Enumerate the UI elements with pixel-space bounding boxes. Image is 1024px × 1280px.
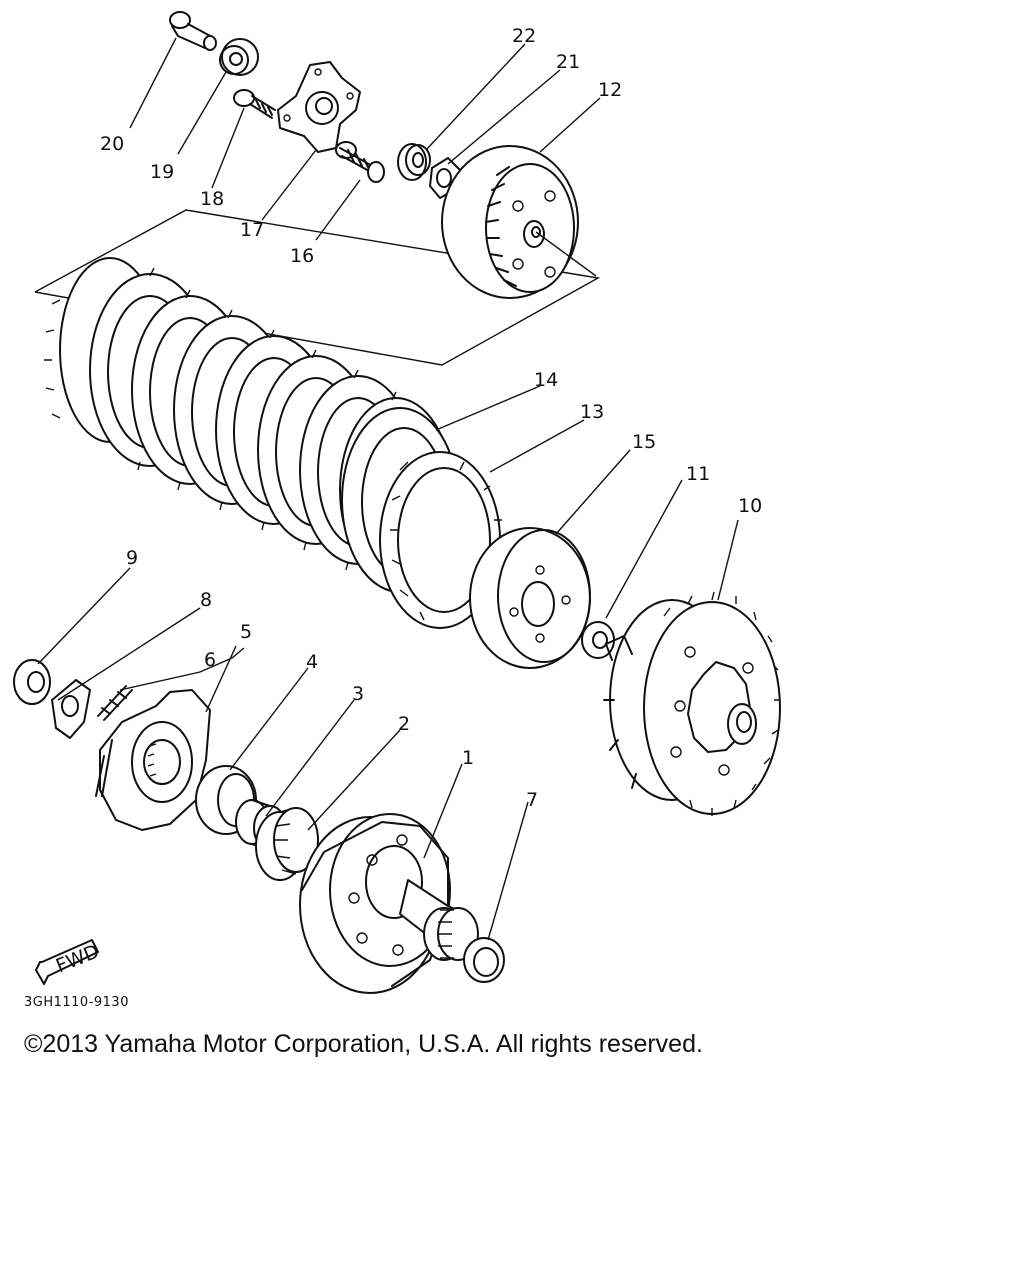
label-14: 14 (534, 369, 558, 391)
label-2: 2 (398, 713, 410, 735)
label-17: 17 (240, 219, 264, 241)
part-15-pressure-plate (469, 527, 591, 669)
label-13: 13 (580, 401, 604, 423)
part-11-lock-washer (581, 621, 615, 659)
part-6-spring (97, 685, 133, 721)
label-6: 6 (204, 649, 216, 671)
label-20: 20 (100, 133, 124, 155)
leader-lines (37, 37, 739, 941)
label-16: 16 (290, 245, 314, 267)
part-22-nut (397, 143, 431, 181)
label-1: 1 (462, 747, 474, 769)
label-18: 18 (200, 188, 224, 210)
label-5: 5 (240, 621, 252, 643)
part-18-bolt (233, 89, 276, 119)
label-4: 4 (306, 651, 318, 673)
part-9-washer (13, 659, 51, 705)
label-22: 22 (512, 25, 536, 47)
part-17-lifter-plate (277, 61, 361, 153)
part-number-labels: 22 21 12 20 19 18 17 16 14 13 15 11 10 9… (100, 25, 762, 811)
part-2-needle-bearing (255, 807, 319, 881)
label-12: 12 (598, 79, 622, 101)
label-19: 19 (150, 161, 174, 183)
part-8-lock-washer (51, 679, 91, 739)
label-11: 11 (686, 463, 710, 485)
part-7-shim (463, 937, 505, 983)
part-19-bearing (219, 38, 259, 76)
part-16-clutch-spring (335, 141, 385, 183)
label-7: 7 (526, 789, 538, 811)
fwd-arrow-icon: FWD (35, 939, 102, 985)
label-9: 9 (126, 547, 138, 569)
part-12-clutch-boss (441, 145, 597, 299)
part-5-clutch-shoe-assembly (95, 689, 211, 831)
drawing-code: 3GH1110-9130 (24, 995, 129, 1010)
label-10: 10 (738, 495, 762, 517)
label-15: 15 (632, 431, 656, 453)
copyright-notice: ©2013 Yamaha Motor Corporation, U.S.A. A… (24, 1030, 703, 1058)
label-3: 3 (352, 683, 364, 705)
label-8: 8 (200, 589, 212, 611)
part-1-clutch-carrier (299, 813, 479, 994)
part-20-push-lever (169, 11, 217, 51)
label-21: 21 (556, 51, 580, 73)
part-10-clutch-housing (603, 591, 781, 816)
plate-group-bracket (34, 209, 601, 366)
clutch-exploded-diagram: FWD 22 21 12 20 19 18 17 16 1 (13, 11, 781, 994)
